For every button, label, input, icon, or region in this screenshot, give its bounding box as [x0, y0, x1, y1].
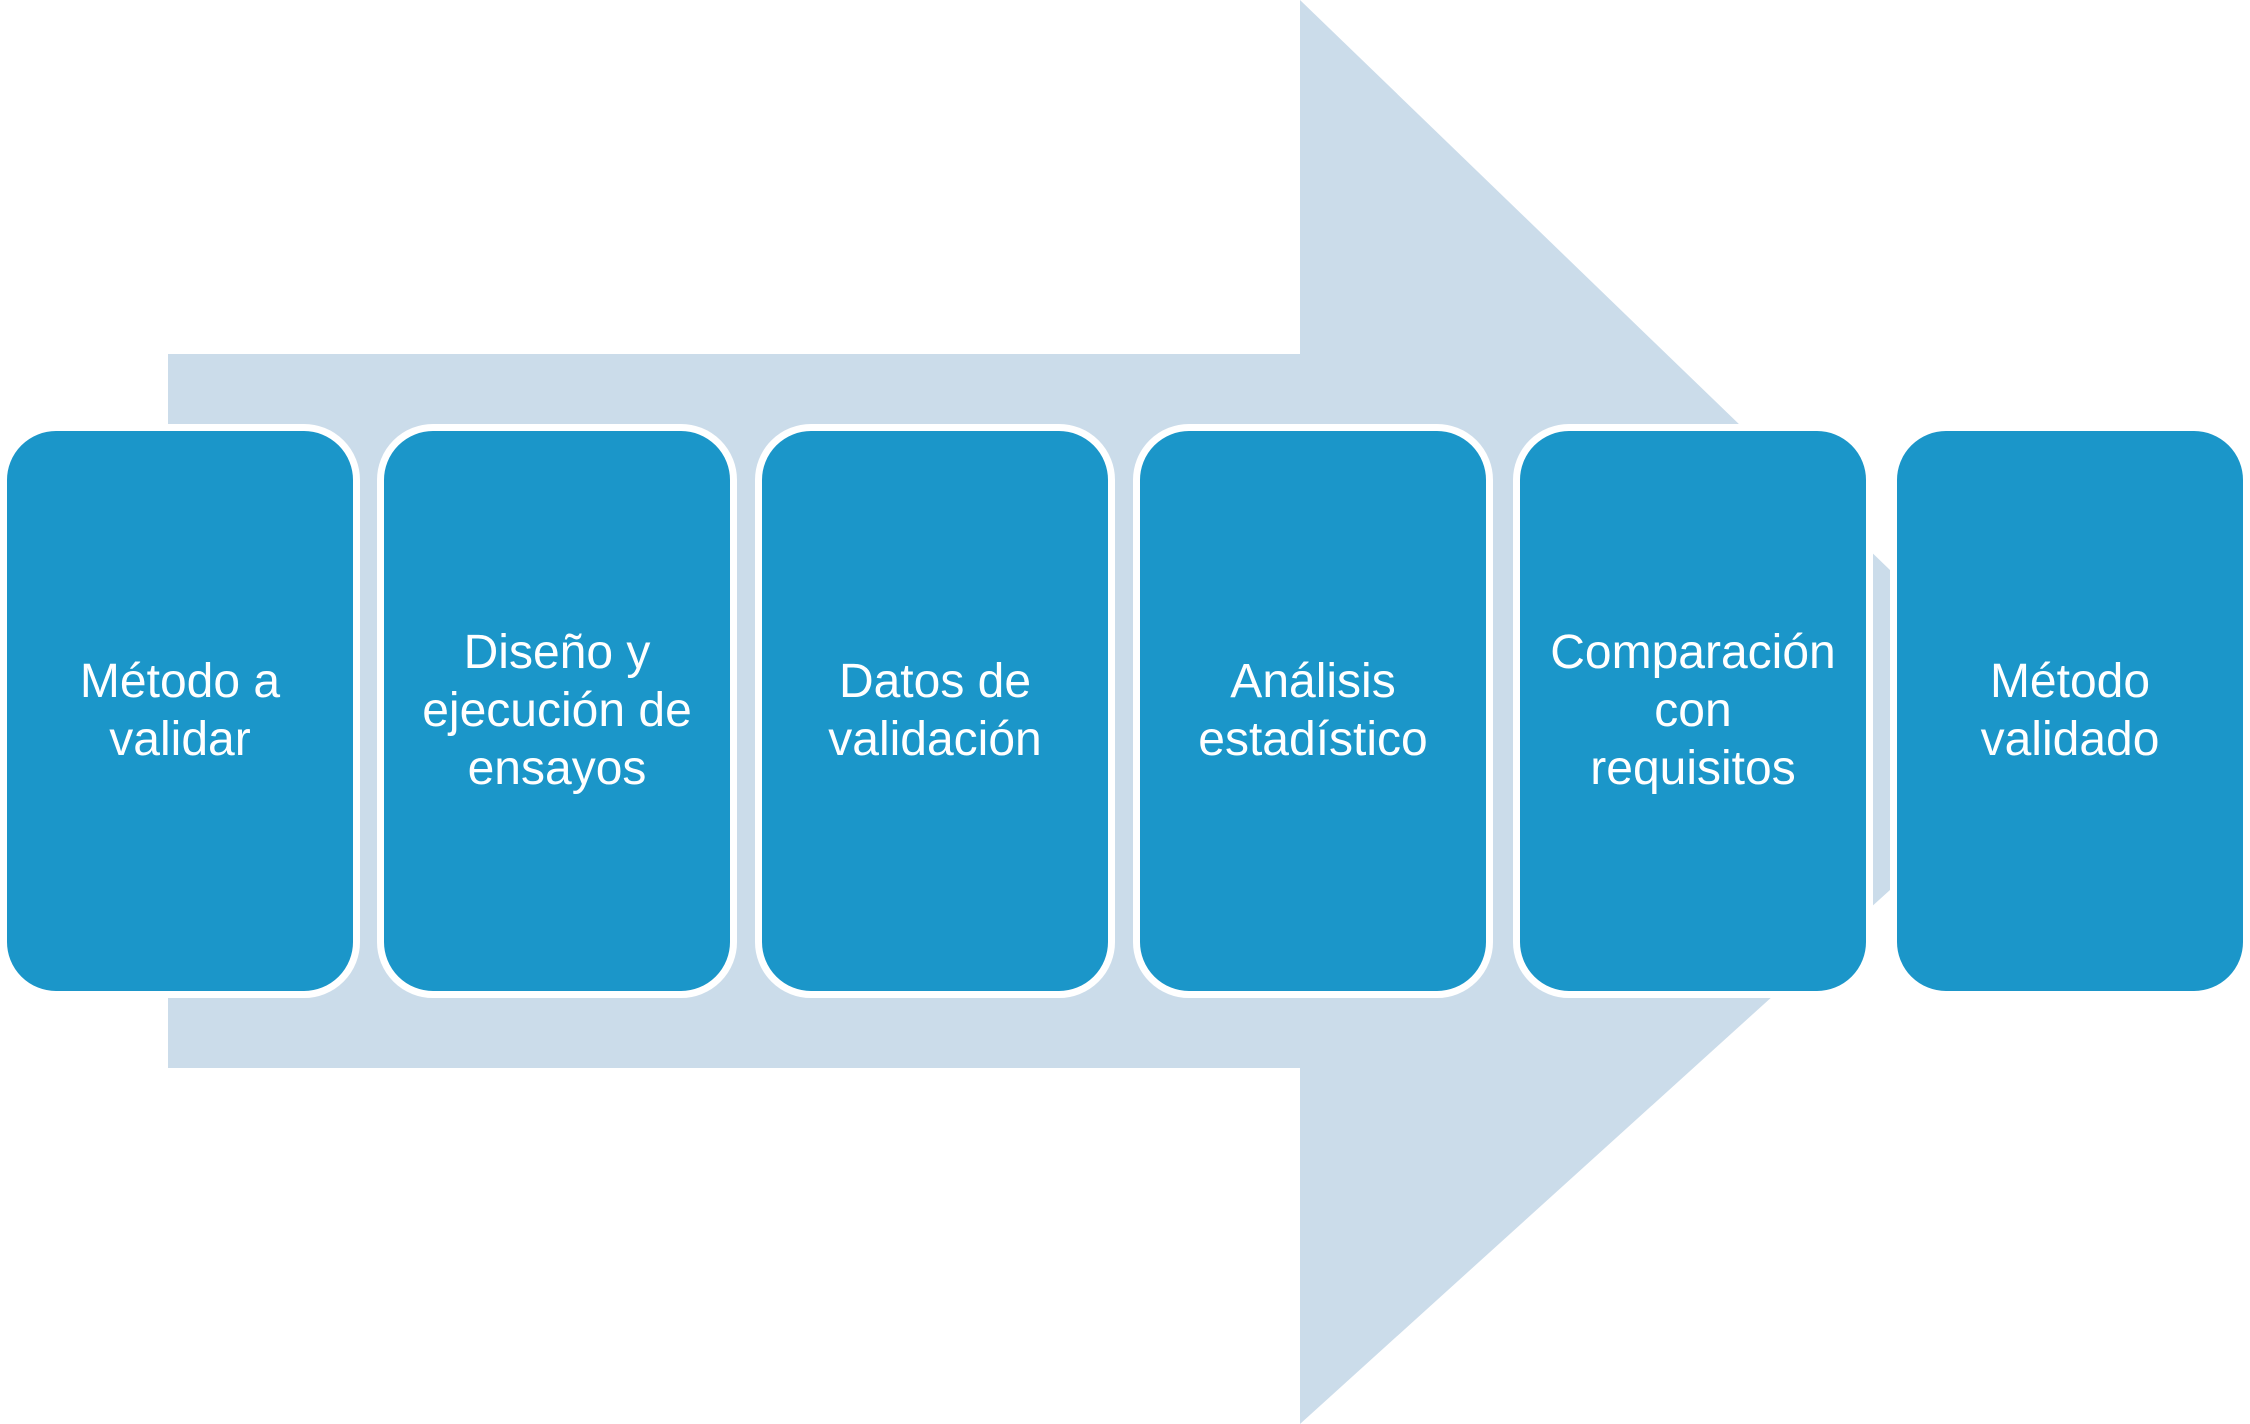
step-label: Comparación con requisitos — [1550, 626, 1836, 795]
step-box-analisis-estadistico: Análisis estadístico — [1133, 424, 1493, 998]
step-label: Método validado — [1980, 655, 2160, 766]
step-label: Datos de validación — [828, 655, 1042, 766]
step-box-diseno-ensayos: Diseño y ejecución de ensayos — [377, 424, 737, 998]
step-label: Análisis estadístico — [1198, 655, 1428, 766]
step-label: Método a validar — [79, 655, 281, 766]
step-box-metodo-a-validar: Método a validar — [0, 424, 360, 998]
step-label: Diseño y ejecución de ensayos — [422, 626, 692, 795]
step-box-comparacion-requisitos: Comparación con requisitos — [1513, 424, 1873, 998]
step-box-datos-validacion: Datos de validación — [755, 424, 1115, 998]
step-box-metodo-validado: Método validado — [1890, 424, 2250, 998]
